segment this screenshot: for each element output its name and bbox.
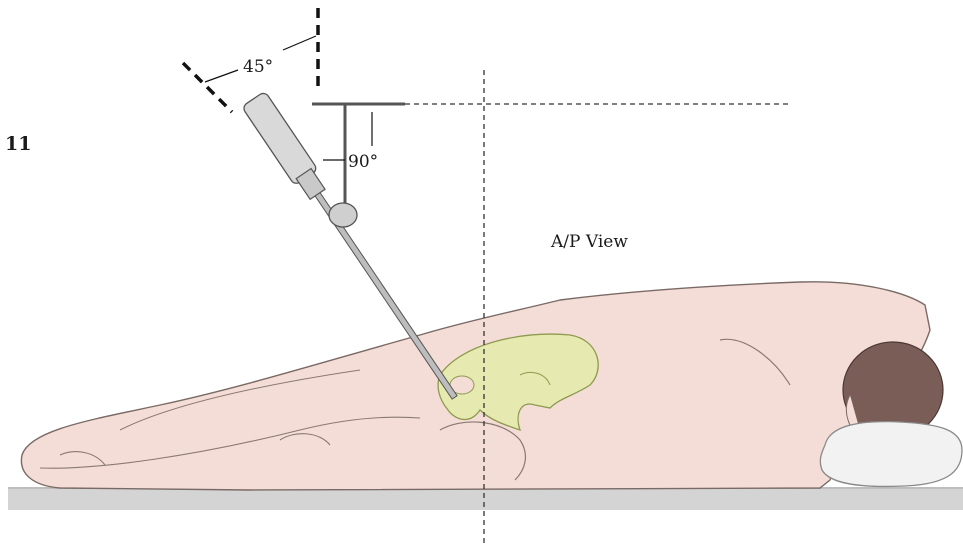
- angle-45-leader-left: [205, 70, 238, 82]
- figure-number: 11: [5, 133, 31, 155]
- guide-clamp: [329, 203, 357, 227]
- view-label: A/P View: [550, 232, 628, 252]
- operating-table: [8, 488, 963, 510]
- tilt-angle-line: [183, 63, 232, 112]
- pillow: [820, 422, 962, 487]
- angle-90-label: 90°: [348, 152, 378, 172]
- angle-45-label: 45°: [243, 57, 273, 77]
- angle-45-leader: [283, 36, 316, 50]
